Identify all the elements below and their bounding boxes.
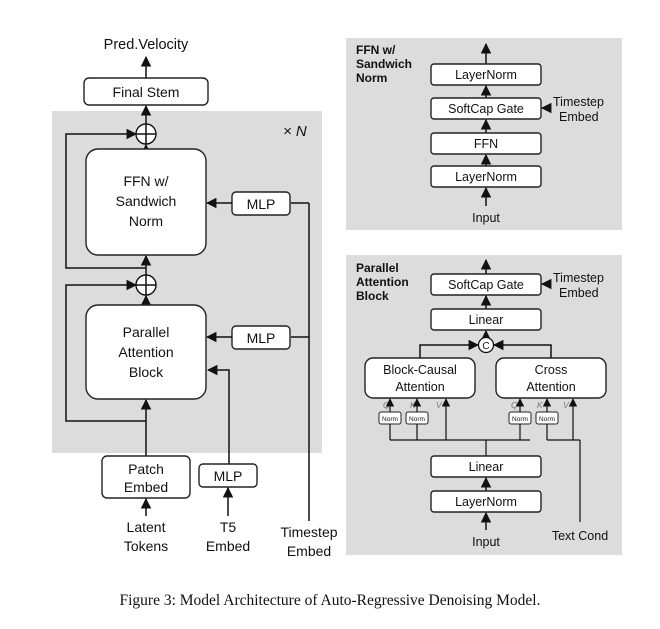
attn-panel-timestep-line-1: Timestep bbox=[553, 271, 604, 285]
bc-k-label: K bbox=[410, 400, 416, 410]
ffn-block-line-2: Sandwich bbox=[116, 193, 177, 209]
ffn-block-line-1: FFN w/ bbox=[123, 173, 168, 189]
attn-panel-softcap-label: SoftCap Gate bbox=[448, 278, 524, 292]
attn-panel-title-3: Block bbox=[356, 289, 389, 303]
mlp-attention-label: MLP bbox=[247, 330, 276, 346]
ca-k-label: K bbox=[537, 400, 543, 410]
t5-embed-line-2: Embed bbox=[206, 538, 250, 554]
block-causal-attention-box bbox=[364, 357, 476, 399]
bc-v-label: V bbox=[436, 400, 443, 410]
ffn-panel-title-2: Sandwich bbox=[356, 57, 412, 71]
attention-block-line-2: Attention bbox=[118, 344, 173, 360]
latent-tokens-line-1: Latent bbox=[127, 519, 166, 535]
attn-panel-input-label: Input bbox=[472, 535, 500, 549]
cross-to-concat bbox=[492, 339, 552, 358]
attention-block-line-1: Parallel bbox=[123, 324, 170, 340]
attn-panel-layernorm-label: LayerNorm bbox=[455, 495, 517, 509]
cross-attention-line-2: Attention bbox=[526, 380, 575, 394]
ffn-panel-softcap-label: SoftCap Gate bbox=[448, 102, 524, 116]
mlp-t5-label: MLP bbox=[214, 468, 243, 484]
timestep-embed-line-2: Embed bbox=[287, 543, 331, 559]
bc-k-norm-label: Norm bbox=[409, 416, 425, 423]
ffn-panel-ffn-label: FFN bbox=[474, 137, 498, 151]
attn-panel-title-2: Attention bbox=[356, 275, 409, 289]
patch-embed-line-2: Embed bbox=[124, 479, 168, 495]
mlp-ffn-label: MLP bbox=[247, 196, 276, 212]
attn-panel-linear-bottom-label: Linear bbox=[469, 460, 504, 474]
repeat-count-label: × N bbox=[283, 123, 307, 140]
cross-attention-line-1: Cross bbox=[535, 363, 568, 377]
attention-block-line-3: Block bbox=[129, 364, 164, 380]
patch-embed-line-1: Patch bbox=[128, 461, 164, 477]
t5-embed-line-1: T5 bbox=[220, 519, 237, 535]
latent-tokens-line-2: Tokens bbox=[124, 538, 168, 554]
pred-velocity-label: Pred.Velocity bbox=[104, 37, 189, 53]
ca-v-label: V bbox=[563, 400, 570, 410]
bc-q-norm-label: Norm bbox=[382, 416, 398, 423]
attention-residual-connection bbox=[65, 279, 146, 422]
ca-q-norm-label: Norm bbox=[512, 416, 528, 423]
ffn-panel-title-3: Norm bbox=[356, 71, 387, 85]
ffn-panel-layernorm-top-label: LayerNorm bbox=[455, 68, 517, 82]
attn-panel-timestep-line-2: Embed bbox=[559, 286, 599, 300]
final-stem-label: Final Stem bbox=[113, 84, 180, 100]
ca-q-label: Q bbox=[511, 400, 518, 410]
bc-q-label: Q bbox=[383, 400, 390, 410]
attn-panel-text-cond-label: Text Cond bbox=[552, 529, 608, 543]
ffn-panel-timestep-line-2: Embed bbox=[559, 110, 599, 124]
ffn-block-line-3: Norm bbox=[129, 213, 163, 229]
t5-to-attention-wire bbox=[206, 364, 230, 464]
ca-k-norm-label: Norm bbox=[539, 416, 555, 423]
ffn-panel-layernorm-bottom-label: LayerNorm bbox=[455, 170, 517, 184]
timestep-embed-line-1: Timestep bbox=[280, 524, 337, 540]
attn-panel-title-1: Parallel bbox=[356, 261, 399, 275]
ffn-panel-title-1: FFN w/ bbox=[356, 43, 396, 57]
ffn-panel-timestep-line-1: Timestep bbox=[553, 95, 604, 109]
block-causal-line-2: Attention bbox=[395, 380, 444, 394]
cross-attention-box bbox=[495, 357, 607, 399]
block-causal-line-1: Block-Causal bbox=[383, 363, 457, 377]
block-causal-to-concat bbox=[419, 339, 480, 358]
attn-panel-linear-top-label: Linear bbox=[469, 313, 504, 327]
ffn-residual-connection bbox=[65, 128, 146, 269]
ffn-panel-input-label: Input bbox=[472, 211, 500, 225]
figure-caption: Figure 3: Model Architecture of Auto-Reg… bbox=[119, 592, 541, 609]
concat-label: C bbox=[482, 341, 489, 352]
